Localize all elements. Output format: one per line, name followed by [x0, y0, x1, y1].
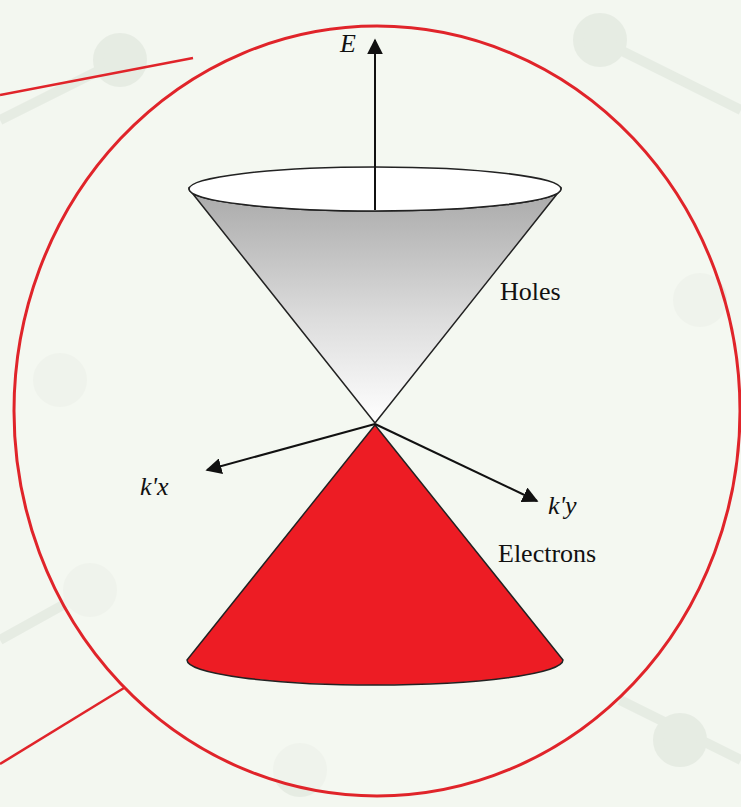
axis-label: k'y — [548, 492, 577, 521]
band-label: Holes — [500, 278, 561, 307]
zoom-circle — [14, 26, 740, 796]
band-label: Electrons — [498, 540, 596, 569]
axes — [207, 40, 537, 501]
energy-axis-label: E — [340, 30, 356, 59]
axis-label: k'x — [140, 473, 169, 502]
